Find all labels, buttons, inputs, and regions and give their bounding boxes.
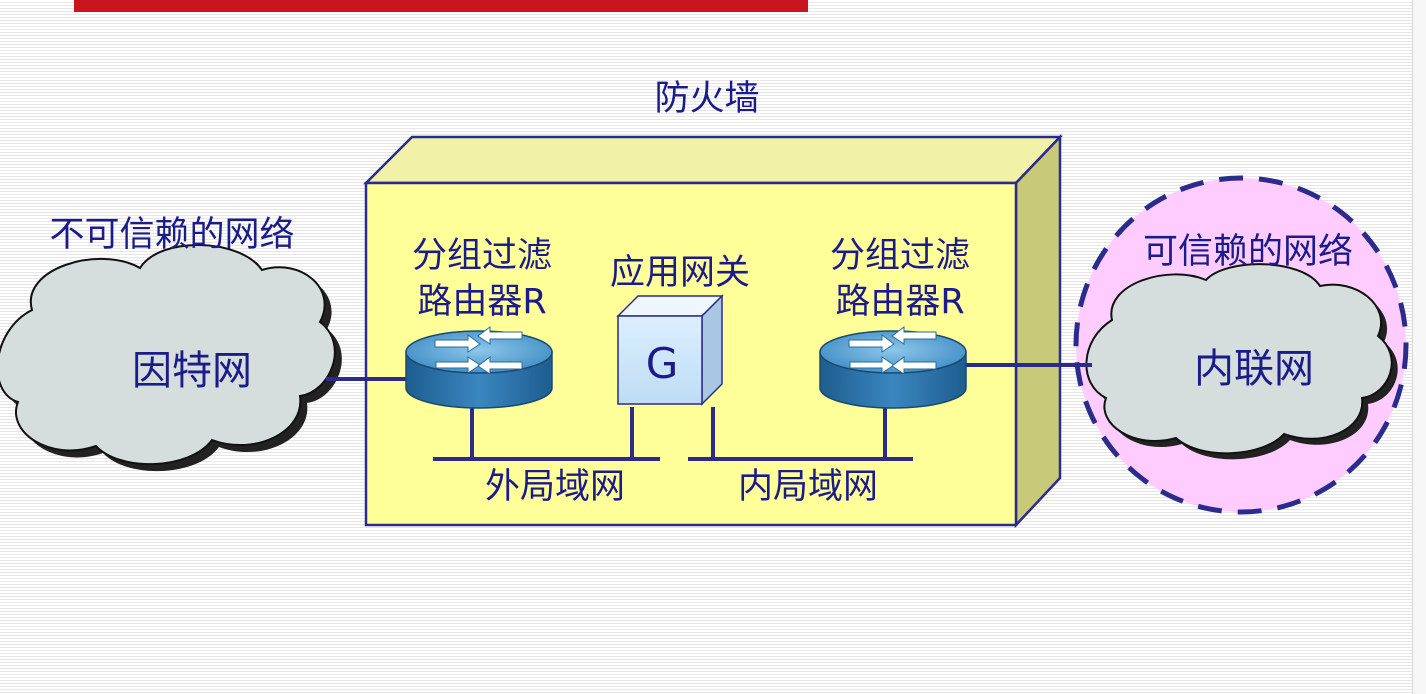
gateway-label: 应用网关 [610, 253, 750, 293]
gateway-letter: G [646, 339, 679, 388]
firewall-label: 防火墙 [654, 79, 759, 119]
internet-cloud [0, 244, 342, 472]
packet-filter-router-left [405, 326, 553, 409]
title-bar [74, 0, 808, 12]
application-gateway [616, 294, 724, 406]
router-right-label-line1: 分组过滤 [830, 236, 970, 276]
intranet-cloud [1085, 263, 1398, 460]
router-arrows-icon [848, 326, 937, 375]
outer-lan-label: 外局域网 [485, 467, 625, 507]
trusted-network-label: 可信赖的网络 [1143, 232, 1353, 272]
router-arrows-icon [434, 326, 523, 375]
intranet-label: 内联网 [1194, 346, 1314, 392]
router-right-label-line2: 路由器R [835, 282, 964, 322]
packet-filter-router-right [819, 326, 967, 409]
network-links [326, 363, 1092, 461]
untrusted-network-label: 不可信赖的网络 [49, 215, 294, 255]
inner-lan-label: 内局域网 [738, 467, 878, 507]
internet-label: 因特网 [132, 348, 252, 394]
router-left-label-line2: 路由器R [417, 282, 546, 322]
router-left-label-line1: 分组过滤 [412, 236, 552, 276]
vertical-scrollbar[interactable] [1412, 0, 1426, 694]
